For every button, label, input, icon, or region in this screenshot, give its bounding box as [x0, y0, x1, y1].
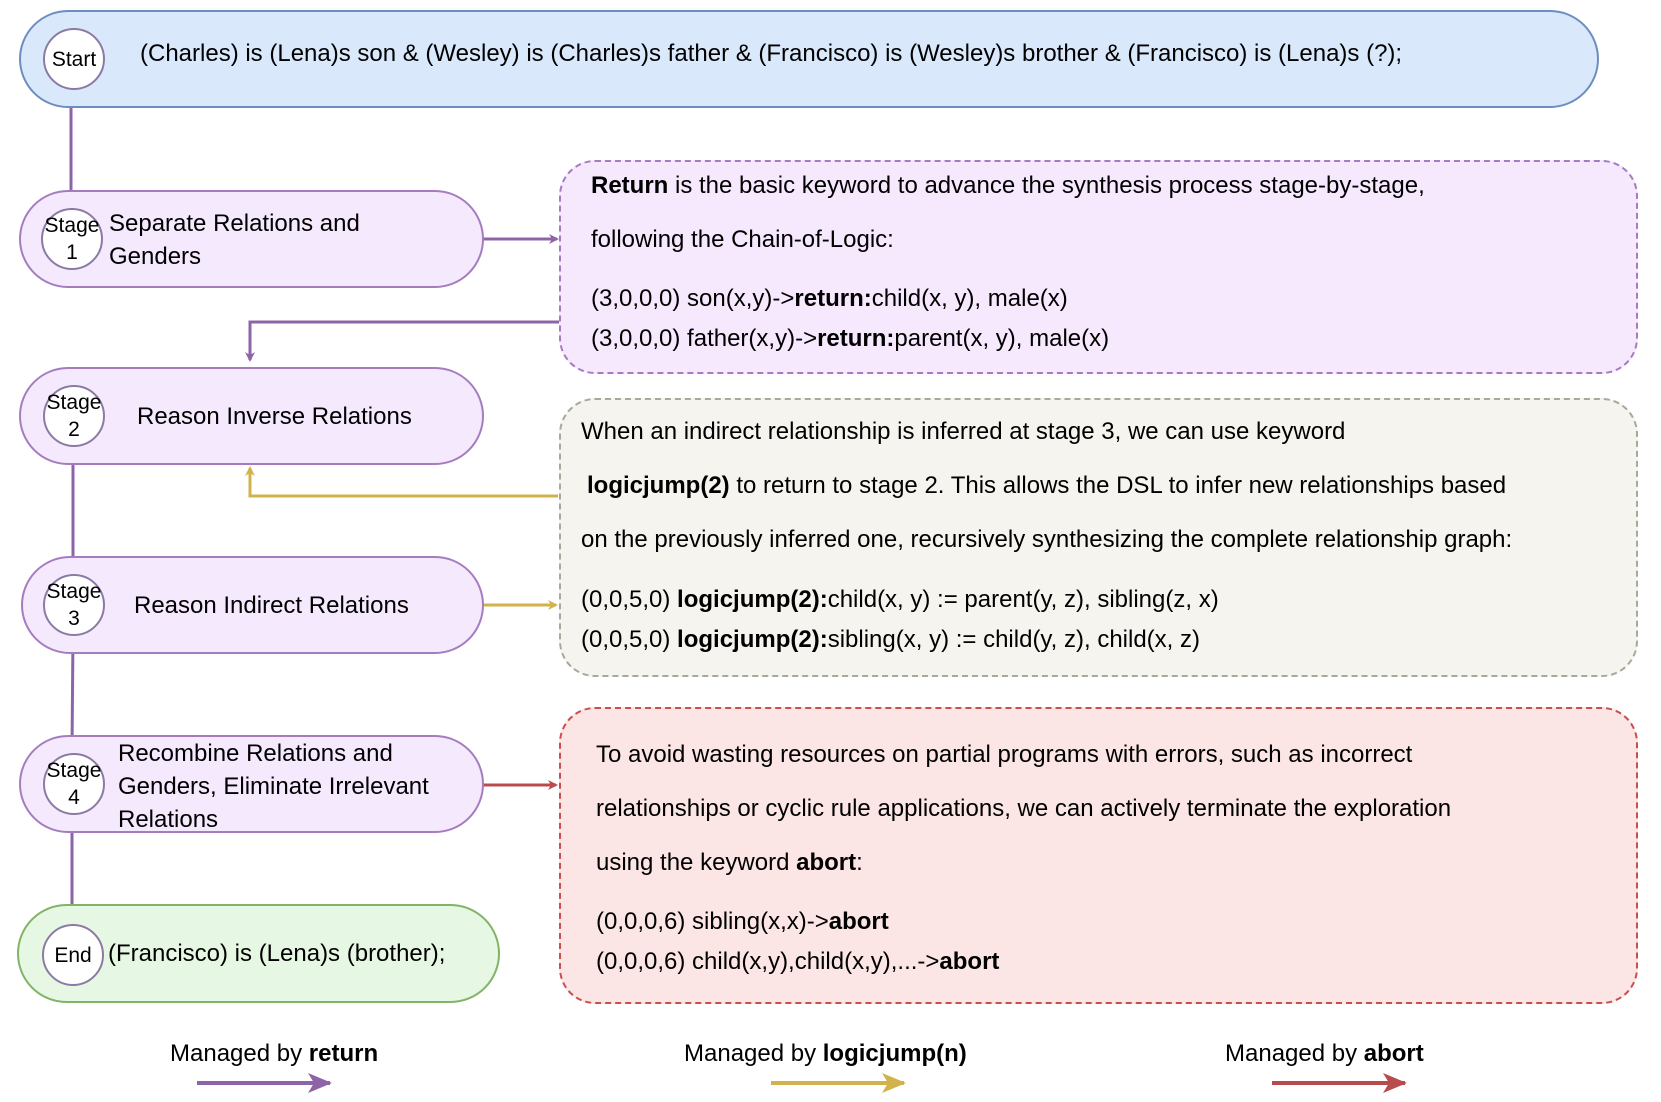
abort-line3-prefix: using the keyword — [596, 849, 797, 876]
start-circle: Start — [43, 28, 105, 90]
logicjump-rule-2-keyword: logicjump(2): — [677, 626, 828, 653]
return-rule-2-suffix: parent(x, y), male(x) — [894, 325, 1110, 352]
abort-rule-2-keyword: abort — [939, 948, 1000, 975]
start-label: Start — [51, 47, 97, 71]
legend-abort: Managed by abort — [1225, 1040, 1424, 1068]
stage-2-circle-line2: 2 — [68, 418, 80, 441]
stage-4-text-line3: Relations — [118, 806, 219, 833]
return-box-line1: Return is the basic keyword to advance t… — [591, 172, 1624, 200]
stage-4-circle-line2: 4 — [68, 786, 80, 809]
stage-4-node: Stage 4 Recombine Relations and Genders,… — [19, 735, 484, 833]
return-rule-1-keyword: return: — [794, 285, 872, 312]
return-rule-2: (3,0,0,0) father(x,y)->return:parent(x, … — [591, 325, 1624, 353]
abort-rule-1: (0,0,0,6) sibling(x,x)->abort — [596, 908, 1624, 936]
stage-2-node: Stage 2 Reason Inverse Relations — [19, 367, 484, 465]
return-rule-2-prefix: (3,0,0,0) father(x,y)-> — [591, 325, 818, 352]
stage-3-node: Stage 3 Reason Indirect Relations — [21, 556, 484, 654]
abort-rule-1-keyword: abort — [828, 908, 889, 935]
logicjump-box-line3: on the previously inferred one, recursiv… — [581, 526, 1513, 553]
stage-1-text-line1: Separate Relations and — [109, 210, 360, 237]
legend-return-keyword: return — [308, 1040, 379, 1067]
stage-1-node: Stage 1 Separate Relations and Genders — [19, 190, 484, 288]
stage-2-text: Reason Inverse Relations — [137, 403, 412, 430]
legend-abort-keyword: abort — [1363, 1040, 1424, 1067]
abort-line3-suffix: : — [856, 849, 863, 876]
logicjump-explanation-box: When an indirect relationship is inferre… — [559, 398, 1638, 677]
start-query-text: (Charles) is (Lena)s son & (Wesley) is (… — [140, 40, 1403, 67]
stage-2-circle-line1: Stage — [46, 391, 102, 414]
abort-explanation-box: To avoid wasting resources on partial pr… — [559, 707, 1638, 1004]
logicjump-rule-2: (0,0,5,0) logicjump(2):sibling(x, y) := … — [581, 626, 1624, 654]
arrow-return-box-to-stage2 — [245, 320, 559, 362]
stage-3-circle-line1: Stage — [46, 580, 102, 603]
end-label: End — [54, 943, 92, 967]
stage-1-circle-line1: Stage — [44, 214, 100, 237]
end-result-text: (Francisco) is (Lena)s (brother); — [108, 940, 446, 967]
stage-4-circle: Stage 4 — [43, 753, 105, 815]
stage-4-text-line2: Genders, Eliminate Irrelevant — [118, 773, 429, 800]
return-rule-1: (3,0,0,0) son(x,y)->return:child(x, y), … — [591, 285, 1624, 313]
return-rule-2-keyword: return: — [817, 325, 895, 352]
logicjump-rule-1-suffix: child(x, y) := parent(y, z), sibling(z, … — [827, 586, 1219, 613]
end-circle: End — [42, 924, 104, 986]
logicjump-rule-1-keyword: logicjump(2): — [677, 586, 828, 613]
stage-4-circle-line1: Stage — [46, 759, 102, 782]
abort-box-line3: using the keyword abort: — [596, 849, 1624, 877]
legend-logicjump-keyword: logicjump(n) — [822, 1040, 967, 1067]
return-explanation-box: Return is the basic keyword to advance t… — [559, 160, 1638, 374]
legend-logicjump-prefix: Managed by — [684, 1040, 823, 1067]
stage-3-text: Reason Indirect Relations — [134, 592, 409, 619]
logicjump-rule-2-suffix: sibling(x, y) := child(y, z), child(x, z… — [827, 626, 1200, 653]
logicjump-rule-1: (0,0,5,0) logicjump(2):child(x, y) := pa… — [581, 586, 1624, 614]
stage-1-circle-line2: 1 — [66, 241, 78, 264]
stage-3-circle: Stage 3 — [43, 574, 105, 636]
stage-4-text: Recombine Relations and Genders, Elimina… — [118, 737, 429, 836]
abort-keyword: abort — [796, 849, 857, 876]
return-box-line2: following the Chain-of-Logic: — [591, 226, 894, 253]
stage-1-text-line2: Genders — [109, 243, 202, 270]
start-node: Start (Charles) is (Lena)s son & (Wesley… — [19, 10, 1599, 108]
abort-rule-1-prefix: (0,0,0,6) sibling(x,x)-> — [596, 908, 829, 935]
logicjump-box-line2: logicjump(2) to return to stage 2. This … — [587, 472, 1624, 500]
return-rule-1-prefix: (3,0,0,0) son(x,y)-> — [591, 285, 795, 312]
abort-box-line2: relationships or cyclic rule application… — [596, 795, 1452, 822]
abort-rule-2-prefix: (0,0,0,6) child(x,y),child(x,y),...-> — [596, 948, 940, 975]
logicjump-keyword: logicjump(2) — [587, 472, 730, 499]
legend-abort-prefix: Managed by — [1225, 1040, 1364, 1067]
end-node: End (Francisco) is (Lena)s (brother); — [17, 904, 500, 1003]
logicjump-rule-2-prefix: (0,0,5,0) — [581, 626, 678, 653]
stage-4-text-line1: Recombine Relations and — [118, 740, 393, 767]
return-line1-rest: is the basic keyword to advance the synt… — [668, 172, 1425, 199]
legend-logicjump: Managed by logicjump(n) — [684, 1040, 967, 1068]
legend-return-prefix: Managed by — [170, 1040, 309, 1067]
stage-1-circle: Stage 1 — [41, 208, 103, 270]
stage-2-circle: Stage 2 — [43, 385, 105, 447]
return-rule-1-suffix: child(x, y), male(x) — [871, 285, 1068, 312]
stage-3-circle-line2: 3 — [68, 607, 80, 630]
logicjump-box-line1: When an indirect relationship is inferre… — [581, 418, 1346, 445]
arrow-logicjump-to-stage2 — [245, 466, 558, 498]
logicjump-line2-rest: to return to stage 2. This allows the DS… — [729, 472, 1507, 499]
logicjump-rule-1-prefix: (0,0,5,0) — [581, 586, 678, 613]
stage-1-text: Separate Relations and Genders — [109, 207, 360, 273]
arrow-stage3-to-stage4 — [67, 634, 78, 752]
legend-return: Managed by return — [170, 1040, 378, 1068]
abort-rule-2: (0,0,0,6) child(x,y),child(x,y),...->abo… — [596, 948, 1624, 976]
abort-box-line1: To avoid wasting resources on partial pr… — [596, 741, 1413, 768]
return-keyword: Return — [591, 172, 669, 199]
